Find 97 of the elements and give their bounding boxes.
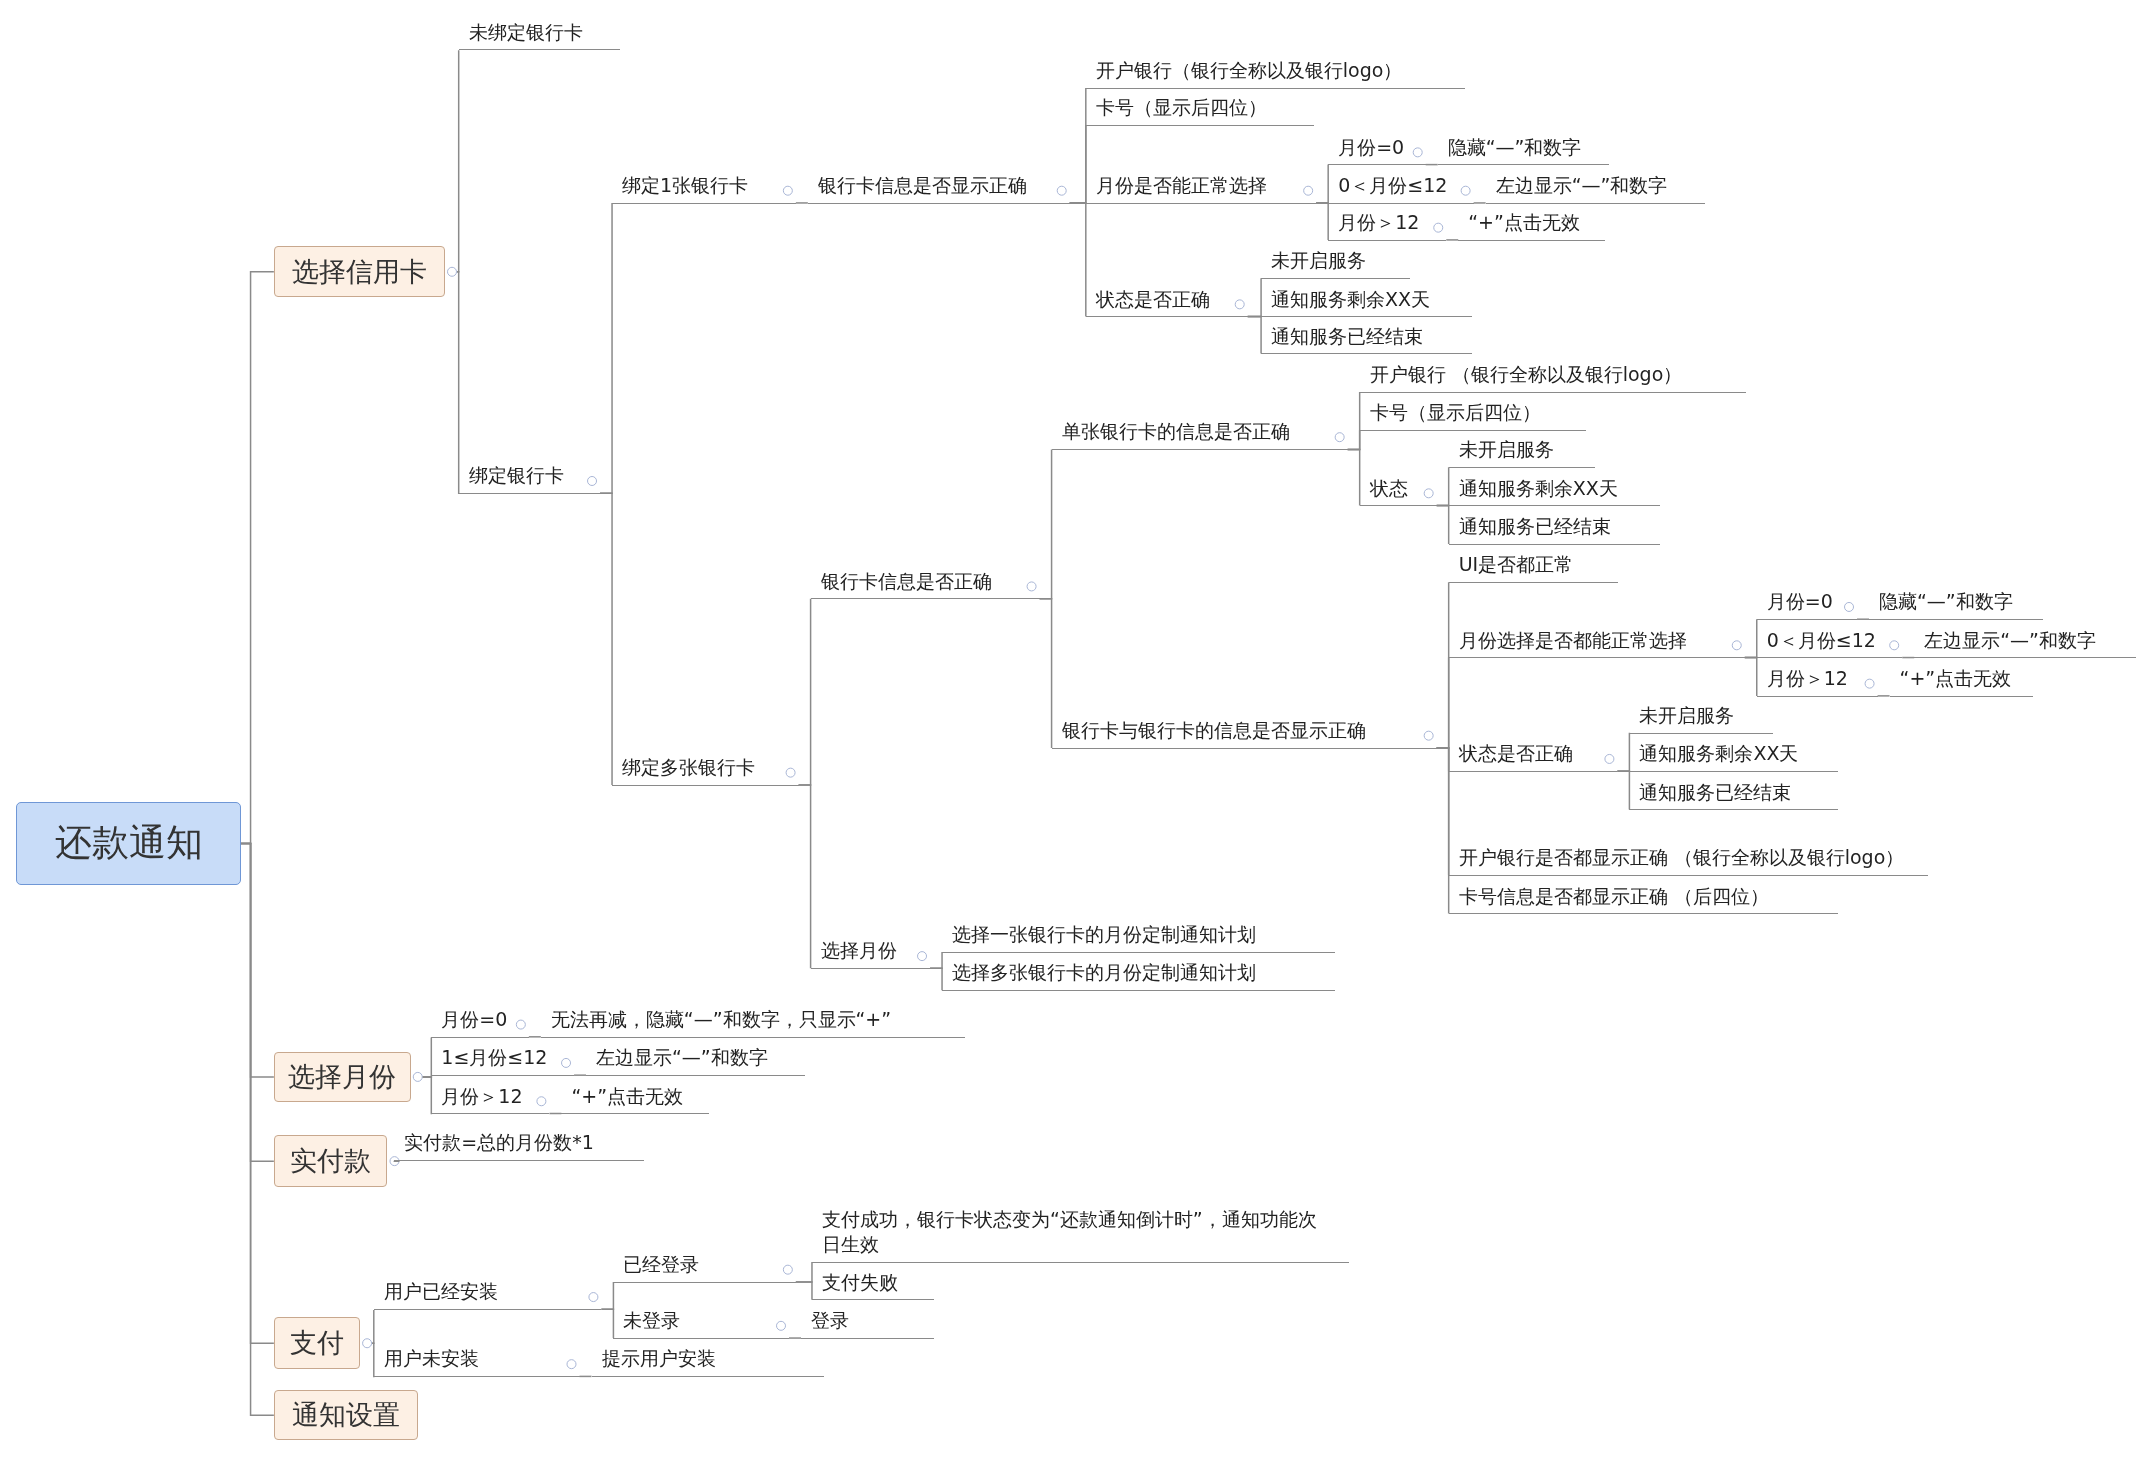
connector-line	[1616, 770, 1631, 811]
subtopic: 隐藏“—”和数字	[1869, 589, 2043, 620]
main-topic-box: 支付	[273, 1317, 361, 1370]
connector-line	[456, 271, 460, 495]
subtopic: 状态	[1359, 475, 1437, 507]
connector-line	[929, 967, 943, 992]
subtopic: 登录	[801, 1308, 934, 1339]
subtopic: 月份=0	[1756, 589, 1857, 620]
subtopic: 支付成功，银行卡状态变为“还款通知倒计时”，通知功能次日生效	[811, 1207, 1349, 1263]
connector-line	[528, 1036, 542, 1038]
subtopic: 通知服务已经结束	[1629, 779, 1838, 811]
subtopic: 月份选择是否都能正常选择	[1448, 627, 1745, 659]
connector-line	[1038, 597, 1053, 749]
connector-line	[1246, 315, 1262, 355]
subtopic: 选择多张银行卡的月份定制通知计划	[942, 960, 1335, 992]
subtopic: 隐藏“—”和数字	[1437, 134, 1609, 166]
subtopic: 银行卡信息是否正确	[810, 568, 1040, 600]
connector-line	[1435, 504, 1450, 545]
subtopic: 通知服务已经结束	[1261, 323, 1472, 355]
subtopic: 支付失败	[811, 1269, 934, 1301]
connector-line	[393, 1160, 401, 1162]
subtopic: 开户银行（银行全称以及银行logo）	[1085, 58, 1466, 89]
subtopic: 月份=0	[1328, 134, 1426, 166]
central-topic-box: 还款通知	[16, 802, 241, 885]
subtopic: 左边显示“—”和数字	[586, 1045, 806, 1076]
connector-line	[795, 202, 809, 204]
subtopic: 状态是否正确	[1448, 741, 1618, 772]
subtopic: 未开启服务	[1261, 248, 1411, 279]
subtopic: 未开启服务	[1448, 437, 1596, 468]
subtopic: 月份=0	[431, 1006, 529, 1038]
subtopic: 开户银行是否都显示正确 （银行全称以及银行logo）	[1448, 845, 1928, 876]
connector-line	[1901, 656, 1915, 659]
connector-line	[1068, 202, 1087, 318]
subtopic: “+”点击无效	[1458, 210, 1605, 241]
subtopic: 月份＞12	[1328, 210, 1447, 241]
subtopic: 左边显示“—”和数字	[1914, 627, 2137, 659]
connector-line	[797, 784, 812, 970]
subtopic: 月份是否能正常选择	[1085, 173, 1317, 204]
subtopic: 未开启服务	[1629, 702, 1774, 734]
connector-line	[548, 1112, 563, 1115]
connector-line	[422, 1076, 433, 1115]
subtopic: 通知服务剩余XX天	[1448, 475, 1660, 507]
subtopic: 状态是否正确	[1085, 286, 1248, 318]
connector-line	[788, 1337, 802, 1339]
connector-line	[599, 492, 613, 786]
subtopic: 实付款=总的月份数*1	[394, 1130, 644, 1161]
subtopic: 用户已经安装	[373, 1279, 602, 1311]
connector-line	[1876, 695, 1891, 697]
connector-line	[578, 1375, 593, 1378]
subtopic: 银行卡与银行卡的信息是否显示正确	[1051, 718, 1437, 749]
connector-line	[371, 1309, 375, 1344]
subtopic: 银行卡信息是否显示正确	[807, 173, 1070, 204]
subtopic: 卡号（显示后四位）	[1359, 400, 1586, 431]
subtopic: 通知服务剩余XX天	[1629, 741, 1838, 772]
connector-line	[371, 1342, 375, 1378]
subtopic: 0＜月份≤12	[1756, 627, 1903, 659]
connector-line	[1346, 448, 1361, 507]
main-topic-box: 选择信用卡	[273, 246, 445, 298]
connector-line	[1315, 202, 1329, 241]
subtopic: 绑定银行卡	[458, 463, 601, 494]
main-topic-box: 通知设置	[273, 1389, 418, 1441]
connector-line	[1445, 239, 1459, 241]
connector-line	[1435, 747, 1450, 915]
subtopic: 卡号（显示后四位）	[1085, 94, 1315, 126]
subtopic: “+”点击无效	[1889, 665, 2034, 697]
subtopic: UI是否都正常	[1448, 552, 1619, 583]
subtopic: 无法再减，隐藏“—”和数字，只显示“+”	[540, 1006, 966, 1038]
subtopic: 绑定1张银行卡	[612, 173, 796, 204]
subtopic: 月份＞12	[1756, 665, 1878, 697]
connector-line	[1856, 618, 1870, 620]
subtopic: 1≤月份≤12	[431, 1045, 575, 1076]
subtopic: 单张银行卡的信息是否正确	[1051, 419, 1348, 451]
connector-line	[573, 1074, 587, 1076]
subtopic: 开户银行 （银行全称以及银行logo）	[1359, 361, 1746, 393]
connector-line	[795, 1281, 813, 1301]
connector-line	[1472, 202, 1487, 204]
subtopic: 通知服务已经结束	[1448, 513, 1660, 545]
subtopic: “+”点击无效	[561, 1083, 710, 1115]
subtopic: 选择月份	[810, 938, 931, 970]
connector-line	[1744, 656, 1758, 697]
subtopic: 已经登录	[613, 1252, 796, 1283]
main-topic-box: 实付款	[273, 1135, 388, 1188]
subtopic: 选择一张银行卡的月份定制通知计划	[942, 922, 1335, 953]
subtopic: 绑定多张银行卡	[612, 754, 799, 786]
subtopic: 0＜月份≤12	[1328, 173, 1474, 204]
subtopic: 未登录	[613, 1308, 789, 1339]
main-topic-box: 选择月份	[273, 1051, 411, 1103]
subtopic: 卡号信息是否都显示正确 （后四位）	[1448, 883, 1838, 915]
subtopic: 未绑定银行卡	[458, 19, 621, 51]
connector-line	[600, 1308, 615, 1339]
subtopic: 提示用户安装	[591, 1346, 825, 1378]
connector-line	[456, 49, 460, 273]
subtopic: 左边显示“—”和数字	[1485, 173, 1705, 204]
subtopic: 通知服务剩余XX天	[1261, 286, 1472, 318]
subtopic: 用户未安装	[373, 1346, 580, 1378]
subtopic: 月份＞12	[431, 1083, 550, 1115]
connector-line	[1424, 163, 1439, 166]
